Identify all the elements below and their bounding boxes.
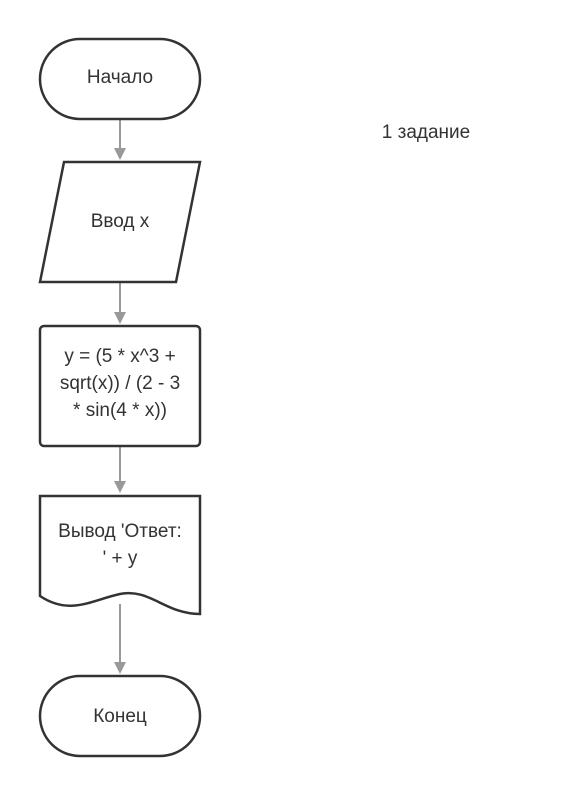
node-end: Конец [38, 674, 202, 758]
arrowhead [114, 312, 126, 324]
node-input: Ввод x [38, 160, 202, 284]
edge-calc-output [114, 446, 126, 493]
diagram-title: 1 задание [382, 122, 470, 143]
arrowhead [114, 662, 126, 674]
edge-start-input [114, 120, 126, 160]
data-shape [38, 160, 202, 284]
node-output-line-2: ' + y [103, 548, 138, 569]
node-calc-line-2: sqrt(x)) / (2 - 3 [60, 373, 180, 394]
node-output: Вывод 'Ответ: ' + y [38, 494, 202, 616]
arrowhead [114, 481, 126, 493]
terminator-shape [38, 674, 202, 758]
node-calc: y = (5 * x^3 + sqrt(x)) / (2 - 3 * sin(4… [38, 324, 202, 448]
node-end-label: Конец [93, 706, 147, 727]
node-calc-line-1: y = (5 * x^3 + [64, 346, 175, 367]
edge-output-end [114, 604, 126, 674]
document-shape [38, 494, 202, 616]
node-output-line-1: Вывод 'Ответ: [58, 521, 182, 542]
node-input-label: Ввод x [91, 211, 150, 232]
edge-input-calc [114, 282, 126, 324]
arrowhead [114, 148, 126, 160]
terminator-shape [38, 37, 202, 121]
node-start: Начало [38, 37, 202, 121]
process-shape [38, 324, 202, 448]
node-calc-line-3: * sin(4 * x)) [73, 400, 167, 421]
node-start-label: Начало [87, 67, 153, 88]
